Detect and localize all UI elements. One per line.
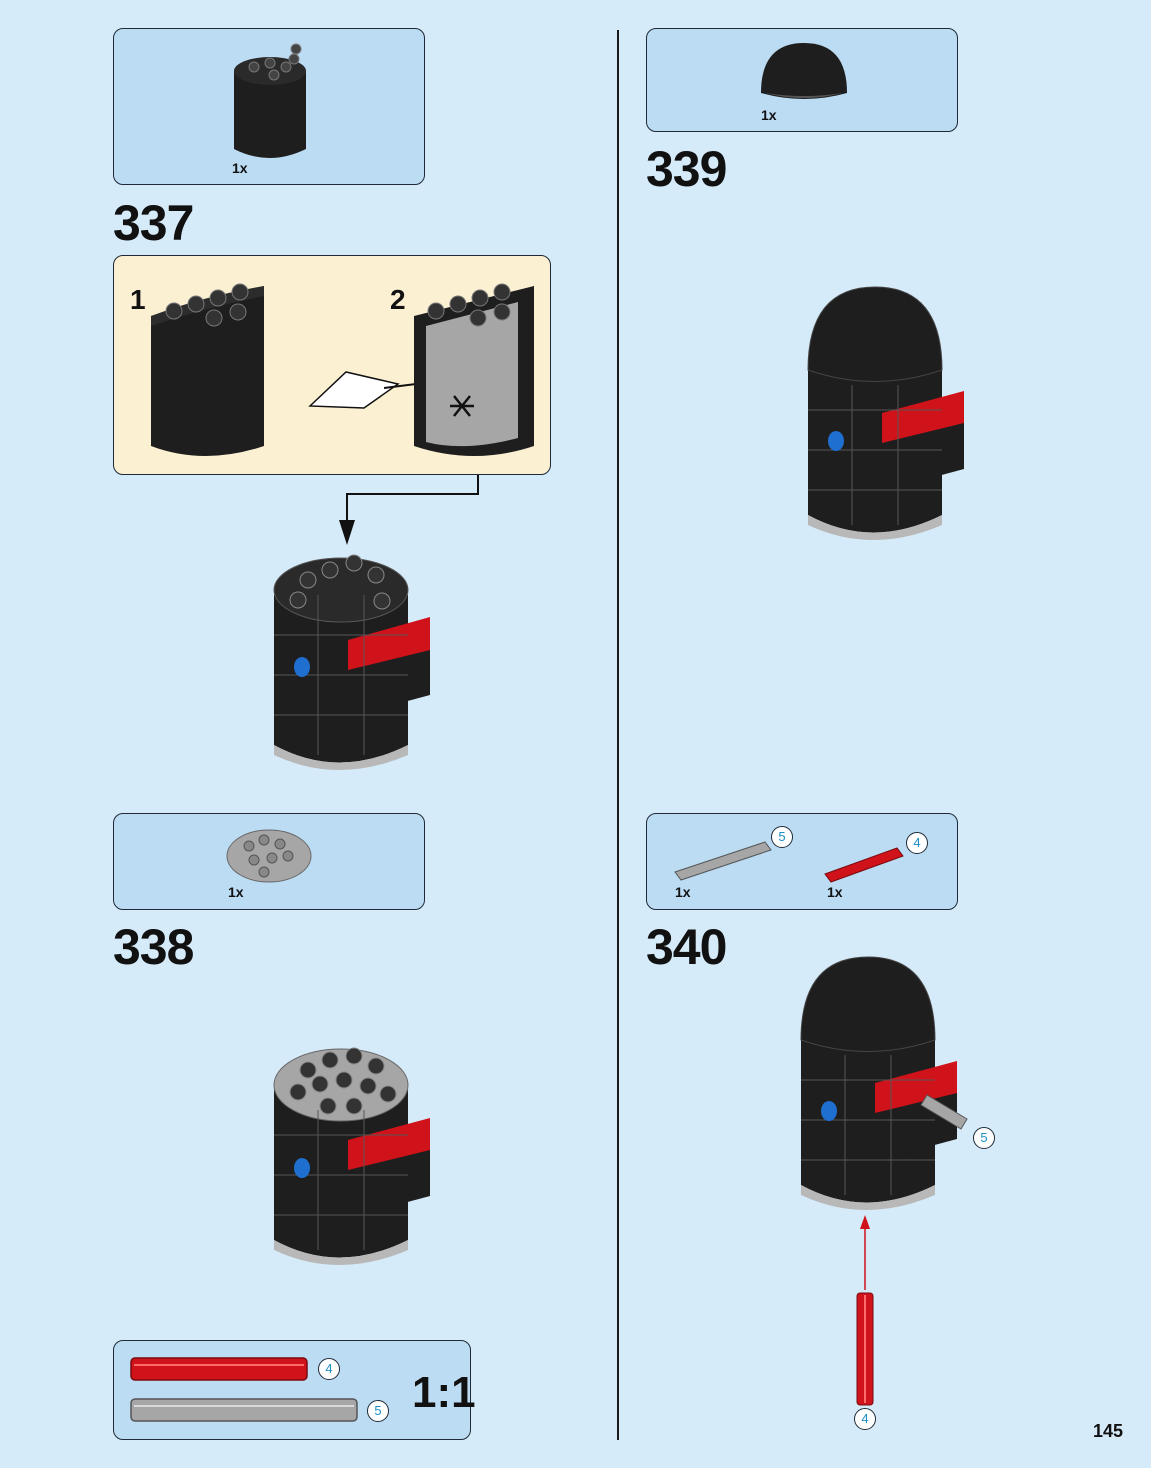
part-quantity: 1x (232, 160, 248, 176)
parts-list-337: 1x (113, 28, 425, 185)
step-number-337: 337 (113, 195, 194, 251)
step-number-339: 339 (646, 141, 727, 197)
part-quantity-grey-axle: 1x (675, 884, 691, 900)
round-brick-sub1-illustration (151, 283, 534, 456)
round-brick-part-icon (234, 43, 306, 158)
model-illustration-337 (273, 554, 430, 770)
length-badge-5: 5 (367, 1400, 389, 1422)
sub-assembly-callout: 1 2 (113, 255, 551, 475)
parts-list-340: 1x 1x 5 4 (646, 813, 958, 910)
model-illustration-340 (800, 956, 968, 1210)
sub-step-1: 1 (130, 284, 146, 315)
step-number-338: 338 (113, 919, 194, 975)
round-plate-part-icon (226, 829, 312, 883)
length-badge-4: 4 (906, 832, 928, 854)
length-badge-5: 5 (771, 826, 793, 848)
part-quantity-red-axle: 1x (827, 884, 843, 900)
length-badge-4: 4 (318, 1358, 340, 1380)
dome-part-icon (761, 43, 847, 99)
grey-axle-scale-icon (130, 1398, 358, 1422)
red-axle-insert-arrow (856, 1215, 874, 1406)
step-number-340: 340 (646, 919, 727, 975)
model-badge-4: 4 (854, 1408, 876, 1430)
parts-list-338: 1x (113, 813, 425, 910)
model-badge-5: 5 (973, 1127, 995, 1149)
model-illustration-339 (807, 286, 964, 540)
scale-label: 1:1 (412, 1368, 476, 1417)
grey-axle-part-icon (674, 841, 772, 881)
red-axle-part-icon (824, 847, 904, 883)
scale-reference-box: 4 5 1:1 (113, 1340, 476, 1440)
page-number: 145 (1092, 1421, 1123, 1441)
column-divider (617, 30, 619, 1440)
model-illustration-338 (273, 1047, 430, 1265)
red-axle-scale-icon (130, 1357, 308, 1381)
part-quantity: 1x (761, 107, 777, 123)
part-quantity: 1x (228, 884, 244, 900)
parts-list-339: 1x (646, 28, 958, 132)
sub-step-2: 2 (390, 284, 406, 315)
